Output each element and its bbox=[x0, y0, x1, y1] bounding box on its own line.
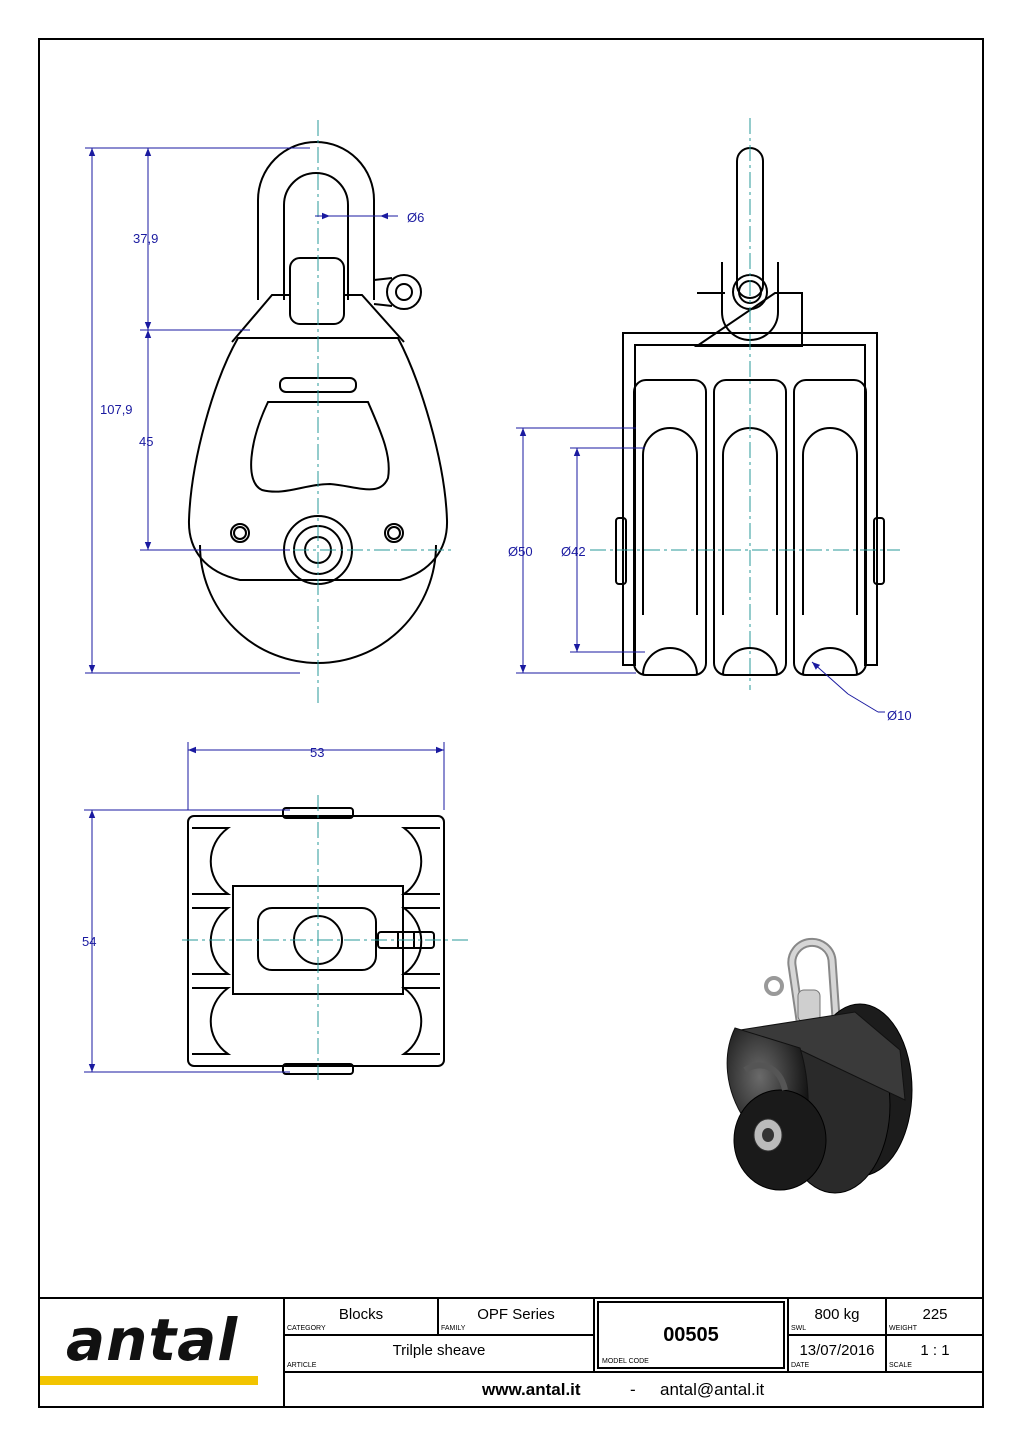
side-housing bbox=[622, 332, 878, 666]
sheave-2 bbox=[713, 379, 787, 676]
article-value: Trilple sheave bbox=[392, 1342, 486, 1359]
isometric-render bbox=[726, 937, 913, 1194]
sheave-3 bbox=[793, 379, 867, 676]
model-code-value: 00505 bbox=[663, 1324, 719, 1346]
cheek-plate bbox=[187, 337, 449, 581]
top-outline bbox=[187, 815, 445, 1067]
model-code-label: MODEL CODE bbox=[602, 1358, 649, 1365]
dim-body-height: 45 bbox=[139, 434, 153, 449]
contact-separator: - bbox=[630, 1380, 636, 1399]
drawing-sheet bbox=[38, 38, 984, 1408]
dim-groove-diameter: Ø42 bbox=[561, 544, 586, 559]
top-view-dims bbox=[84, 742, 445, 1073]
side-view-centerlines bbox=[590, 118, 900, 690]
category-label: CATEGORY bbox=[287, 1325, 326, 1332]
side-view-dims bbox=[516, 427, 885, 713]
side-view bbox=[615, 147, 885, 676]
swivel-block bbox=[289, 257, 345, 325]
shackle-inner bbox=[283, 172, 349, 300]
cheek-window bbox=[250, 401, 390, 493]
dim-rope-diameter: Ø10 bbox=[887, 708, 912, 723]
dim-depth: 54 bbox=[82, 934, 96, 949]
logo-accent-bar bbox=[40, 1376, 258, 1385]
front-view-dims bbox=[85, 147, 398, 674]
swl-label: SWL bbox=[791, 1325, 807, 1332]
antal-logo: antal bbox=[66, 1306, 239, 1374]
family-label: FAMILY bbox=[441, 1325, 466, 1332]
dim-shackle-height: 37,9 bbox=[133, 231, 158, 246]
weight-label: WEIGHT bbox=[889, 1325, 917, 1332]
top-view bbox=[187, 807, 445, 1075]
front-view-centerlines bbox=[185, 120, 455, 705]
shackle-pin-ear bbox=[386, 274, 422, 310]
top-view-centerlines bbox=[182, 795, 470, 1080]
dim-overall-height: 107,9 bbox=[100, 402, 133, 417]
email-link[interactable]: antal@antal.it bbox=[660, 1380, 765, 1399]
date-label: DATE bbox=[791, 1362, 810, 1369]
dim-width: 53 bbox=[310, 745, 324, 760]
title-block-lines bbox=[38, 1297, 984, 1408]
family-value: OPF Series bbox=[477, 1306, 555, 1323]
scale-label: SCALE bbox=[889, 1362, 912, 1369]
weight-value: 225 bbox=[922, 1306, 948, 1323]
scale-value: 1 : 1 bbox=[920, 1342, 950, 1359]
shackle-outer bbox=[257, 141, 375, 300]
date-value: 13/07/2016 bbox=[799, 1342, 875, 1359]
category-value: Blocks bbox=[338, 1306, 384, 1323]
dim-outer-diameter: Ø50 bbox=[508, 544, 533, 559]
article-label: ARTICLE bbox=[287, 1362, 317, 1369]
website-link[interactable]: www.antal.it bbox=[482, 1380, 581, 1399]
dim-pin-diameter: Ø6 bbox=[407, 210, 424, 225]
sheave-1 bbox=[633, 379, 707, 676]
swl-value: 800 kg bbox=[814, 1306, 860, 1323]
